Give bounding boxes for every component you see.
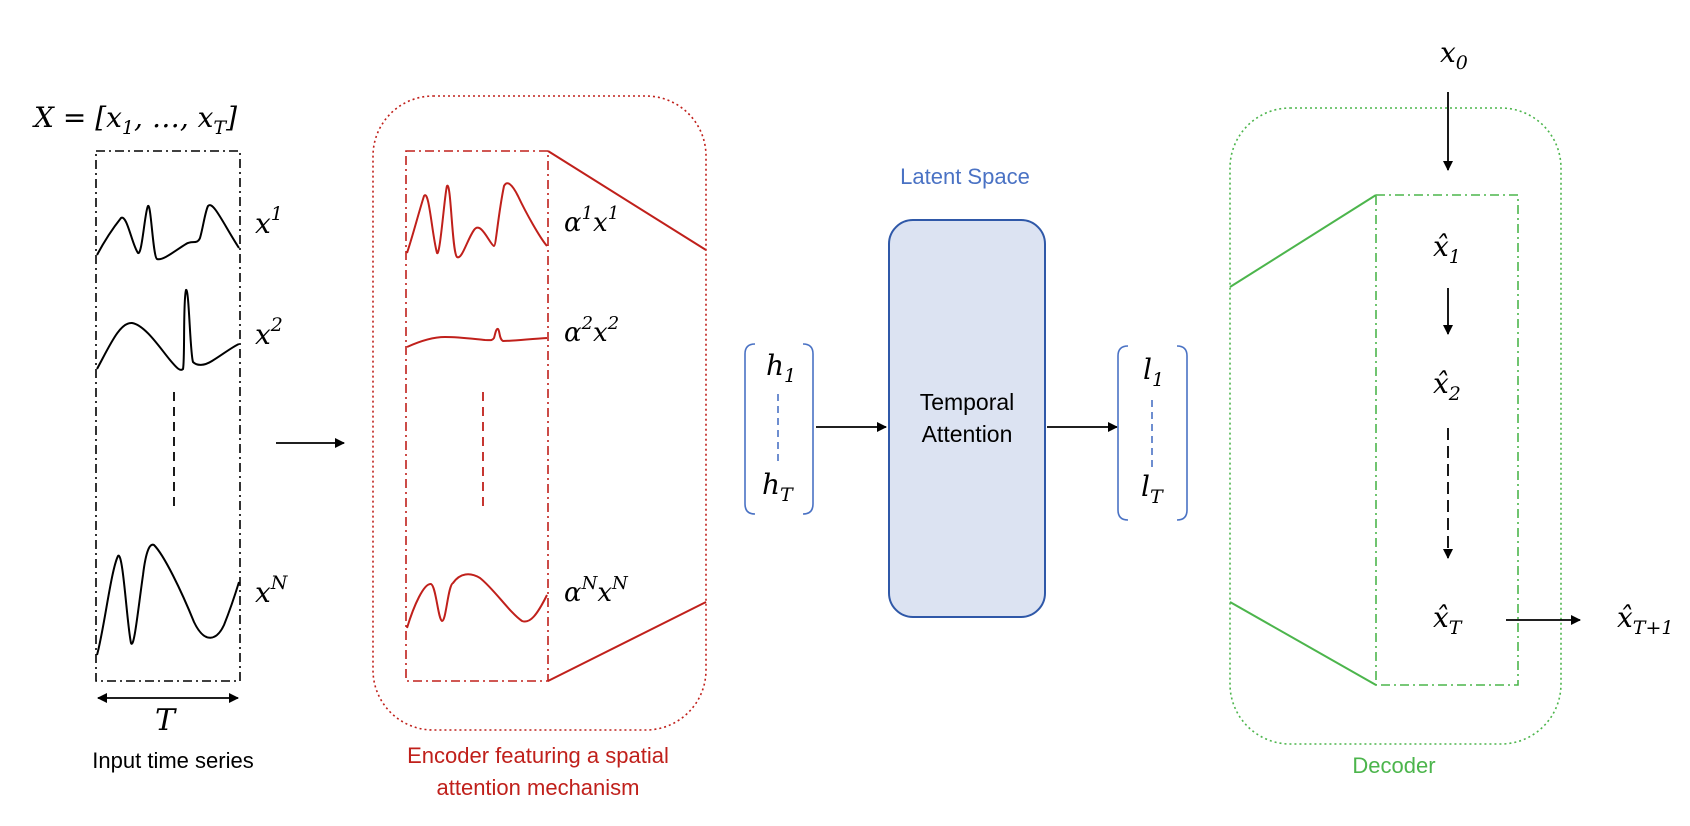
decoder-step-T-label: x̂T — [1433, 601, 1463, 639]
latent-right-bracket — [1176, 345, 1188, 521]
input-panel: X = [x1, …, xT] x1 x2 xN T Input time se… — [32, 101, 289, 773]
latent-space: Latent Space Temporal Attention — [888, 164, 1046, 618]
latent-space-title: Latent Space — [900, 164, 1030, 189]
decoder-funnel-top — [1229, 194, 1377, 288]
input-series-N-curve — [96, 543, 240, 656]
input-matrix-label: X = [x1, …, xT] — [32, 101, 237, 139]
input-caption: Input time series — [92, 748, 253, 773]
time-axis-label: T — [155, 703, 177, 738]
input-series-2-curve — [96, 288, 240, 371]
encoder-series-N-curve — [406, 573, 548, 629]
input-series-N-label: xN — [255, 572, 289, 609]
latent-last-label: lT — [1141, 470, 1164, 508]
decoder-output-label: x̂T+1 — [1617, 601, 1673, 639]
hidden-state-vector: h1 hT — [744, 343, 814, 515]
decoder-input-label: x0 — [1440, 36, 1468, 74]
input-series-2-label: x2 — [255, 314, 283, 351]
encoder-boundary — [372, 95, 707, 731]
latent-first-label: l1 — [1143, 353, 1164, 391]
encoder-funnel-top — [547, 150, 707, 251]
encoder-caption-line-1: Encoder featuring a spatial — [407, 743, 669, 768]
decoder-funnel-bottom — [1229, 601, 1377, 686]
encoder-panel: α1x1 α2x2 αNxN Encoder featuring a spati… — [372, 95, 707, 800]
encoder-series-N-label: αNxN — [564, 573, 629, 608]
encoder-series-2-curve — [406, 327, 548, 348]
hidden-right-bracket — [802, 343, 814, 515]
input-series-1-curve — [96, 204, 240, 261]
latent-vector: l1 lT — [1117, 345, 1188, 521]
encoder-window — [405, 150, 549, 682]
encoder-series-1-label: α1x1 — [564, 203, 619, 238]
latent-left-bracket — [1117, 345, 1129, 521]
decoder-boundary — [1229, 107, 1562, 745]
hidden-last-label: hT — [762, 468, 794, 506]
temporal-attention-label-line-2: Attention — [922, 421, 1013, 447]
hidden-first-label: h1 — [766, 349, 796, 387]
hidden-left-bracket — [744, 343, 756, 515]
temporal-attention-box — [888, 219, 1046, 618]
decoder-panel: x0 x̂1 x̂2 x̂T x̂T+1 Decoder — [1229, 36, 1673, 778]
decoder-step-2-label: x̂2 — [1433, 367, 1461, 405]
encoder-series-1-curve — [406, 182, 548, 259]
encoder-funnel-bottom — [547, 601, 707, 682]
decoder-step-1-label: x̂1 — [1433, 230, 1461, 268]
decoder-caption: Decoder — [1352, 753, 1435, 778]
decoder-window — [1375, 194, 1519, 686]
encoder-series-2-label: α2x2 — [564, 313, 619, 348]
input-series-1-label: x1 — [255, 203, 283, 240]
input-window — [95, 150, 241, 682]
temporal-attention-label-line-1: Temporal — [920, 389, 1015, 415]
encoder-caption-line-2: attention mechanism — [437, 775, 640, 800]
